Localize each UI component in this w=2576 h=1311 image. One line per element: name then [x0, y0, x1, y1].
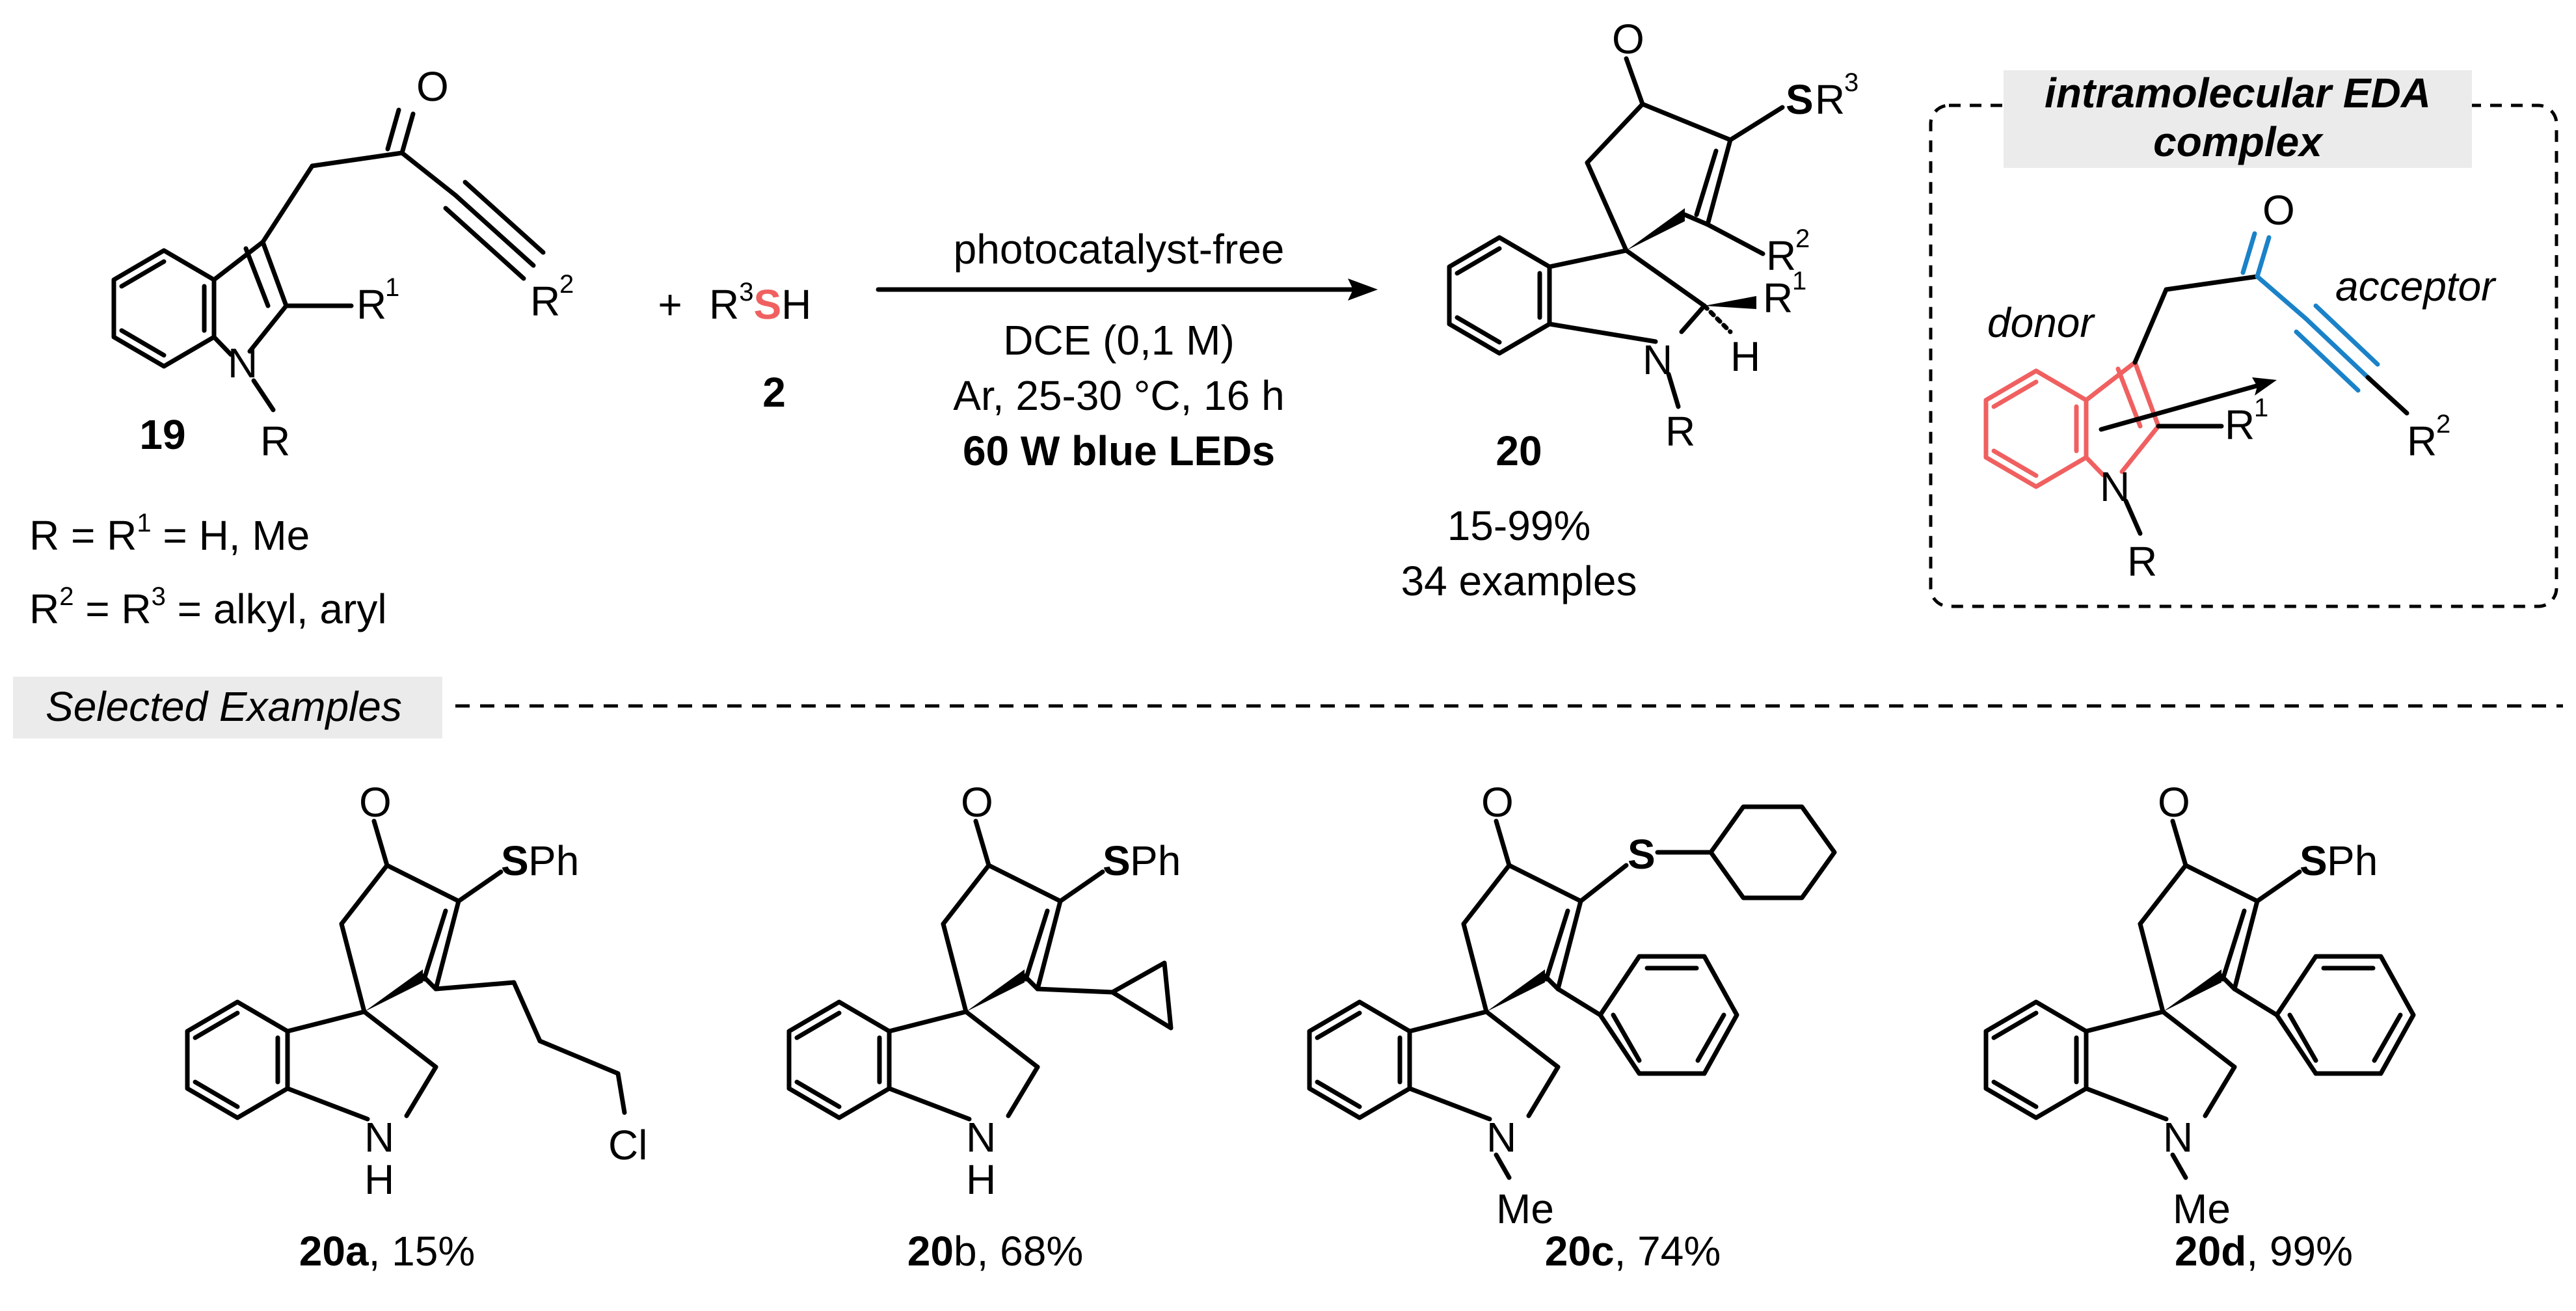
substituent-definitions: R = R1 = H, Me R2 = R3 = alkyl, aryl: [29, 509, 387, 632]
20c-sulfur: S: [1628, 831, 1656, 878]
examples-count: 34 examples: [1401, 558, 1637, 604]
product-carbonyl-oxygen: O: [1612, 16, 1644, 62]
eda-r1-superscript: 1: [2254, 394, 2268, 422]
20d-phenyl: Ph: [2327, 837, 2378, 884]
product-benzene-ring: [1447, 235, 1552, 356]
20a-chlorine: Cl: [608, 1122, 647, 1169]
20c-oxygen: O: [1481, 779, 1514, 826]
20a-phenyl: Ph: [528, 837, 579, 884]
reaction-arrow: [876, 278, 1378, 301]
20d-caption: 20d, 99%: [2175, 1228, 2353, 1275]
20b-caption: 20b, 68%: [907, 1228, 1083, 1275]
condition-solvent: DCE (0,1 M): [1003, 317, 1235, 364]
donor-label: donor: [1987, 299, 2095, 346]
eda-r2-superscript: 2: [2436, 410, 2450, 439]
20d-oxygen: O: [2158, 779, 2190, 826]
20b-sulfur: S: [1103, 837, 1131, 884]
example-20b: O S Ph N H 20b, 68%: [786, 779, 1181, 1275]
20b-nitrogen: N: [966, 1114, 996, 1161]
product-r3-superscript: 3: [1844, 68, 1858, 97]
product-sulfur: S: [1786, 76, 1814, 123]
20a-caption: 20a, 15%: [299, 1228, 475, 1275]
compound-number-20: 20: [1496, 427, 1542, 474]
eda-r2-label: R: [2407, 418, 2437, 465]
product-r3-label: R: [1815, 76, 1845, 123]
product-n-substituent: R: [1665, 408, 1695, 455]
plus-sign: +: [658, 281, 682, 328]
acceptor-label: acceptor: [2335, 263, 2497, 310]
selected-examples-label-bg: [13, 677, 442, 738]
20c-caption: 20c, 74%: [1545, 1228, 1721, 1275]
eda-r1-label: R: [2225, 401, 2255, 448]
thiol-reagent-2: R3SH 2: [709, 278, 811, 416]
selected-examples-divider: Selected Examples: [13, 677, 2563, 738]
20c-methyl: Me: [1496, 1185, 1554, 1232]
product-nitrogen: N: [1643, 336, 1672, 383]
product-20: O S R 3 R 2 R 1 H N R 20 15-99% 34 examp…: [1401, 16, 1859, 604]
product-r1-superscript: 1: [1792, 267, 1806, 295]
condition-catalyst: photocatalyst-free: [954, 226, 1285, 273]
r2-label: R: [530, 278, 560, 325]
r2-superscript: 2: [559, 270, 574, 299]
20d-sulfur: S: [2300, 837, 2328, 884]
20b-oxygen: O: [961, 779, 993, 826]
benzene-ring: [111, 248, 217, 369]
example-20c: O S N Me 20c, 74%: [1307, 779, 1837, 1275]
definition-line-1: R = R1 = H, Me: [29, 509, 310, 559]
condition-atmosphere-temp-time: Ar, 25-30 °C, 16 h: [953, 372, 1284, 419]
n-substituent: R: [260, 418, 290, 465]
20b-nh-hydrogen: H: [966, 1156, 996, 1203]
carbonyl-oxygen: O: [416, 63, 449, 110]
example-20d: O S Ph N Me 20d, 99%: [1983, 779, 2416, 1275]
r1-label: R: [356, 281, 386, 328]
20b-phenyl: Ph: [1130, 837, 1181, 884]
eda-title-line-2: complex: [2153, 118, 2324, 165]
product-r1-label: R: [1763, 275, 1793, 321]
condition-light-source: 60 W blue LEDs: [963, 427, 1275, 474]
charge-transfer-arrow: [2099, 381, 2266, 432]
20a-sulfur: S: [501, 837, 529, 884]
thiol-formula: R3SH: [709, 278, 811, 328]
starting-material-19: O N R R 1 R 2 19: [111, 63, 574, 465]
r1-superscript: 1: [385, 273, 399, 302]
eda-dashed-border: [1929, 103, 2558, 608]
compound-number-2: 2: [762, 369, 786, 416]
product-h-label: H: [1730, 333, 1760, 380]
20a-oxygen: O: [359, 779, 392, 826]
selected-examples-label: Selected Examples: [46, 683, 402, 730]
eda-n-substituent: R: [2127, 538, 2157, 585]
definition-line-2: R2 = R3 = alkyl, aryl: [29, 582, 387, 632]
acceptor-carbonyl-oxygen: O: [2262, 187, 2295, 234]
product-r2-label: R: [1766, 232, 1796, 279]
eda-complex-box: intramolecular EDA complex O N R R 1 R 2: [1929, 70, 2558, 608]
20a-nitrogen: N: [364, 1114, 394, 1161]
20a-nh-hydrogen: H: [364, 1156, 394, 1203]
eda-title-line-1: intramolecular EDA: [2045, 70, 2431, 116]
donor-benzene-ring: [1983, 368, 2089, 489]
product-r2-superscript: 2: [1795, 224, 1810, 253]
compound-number-19: 19: [139, 411, 185, 458]
20c-nitrogen: N: [1486, 1114, 1516, 1161]
indole-nitrogen: N: [228, 340, 258, 386]
donor-nitrogen: N: [2100, 463, 2130, 510]
20d-methyl: Me: [2173, 1185, 2231, 1232]
yield-range: 15-99%: [1447, 502, 1591, 549]
eda-title-background: [2004, 70, 2472, 168]
example-20a: O S Ph N H Cl 20a, 15%: [185, 779, 647, 1275]
20d-nitrogen: N: [2163, 1114, 2193, 1161]
